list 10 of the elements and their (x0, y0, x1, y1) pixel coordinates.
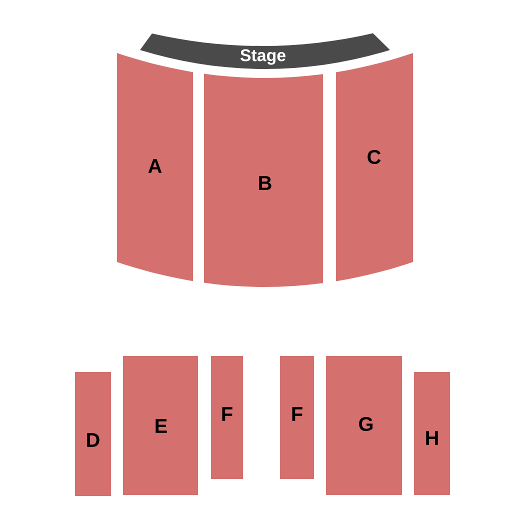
seating-section: E (123, 356, 198, 495)
seating-section: G (326, 356, 402, 495)
seating-section: F (280, 356, 314, 479)
seating-section: C (336, 53, 413, 282)
seating-section: H (414, 372, 450, 495)
stage-band: Stage (140, 33, 390, 69)
seating-section: F (211, 356, 243, 479)
seating-section: A (117, 53, 193, 282)
seating-section: B (204, 74, 323, 287)
seating-section: D (75, 372, 111, 496)
